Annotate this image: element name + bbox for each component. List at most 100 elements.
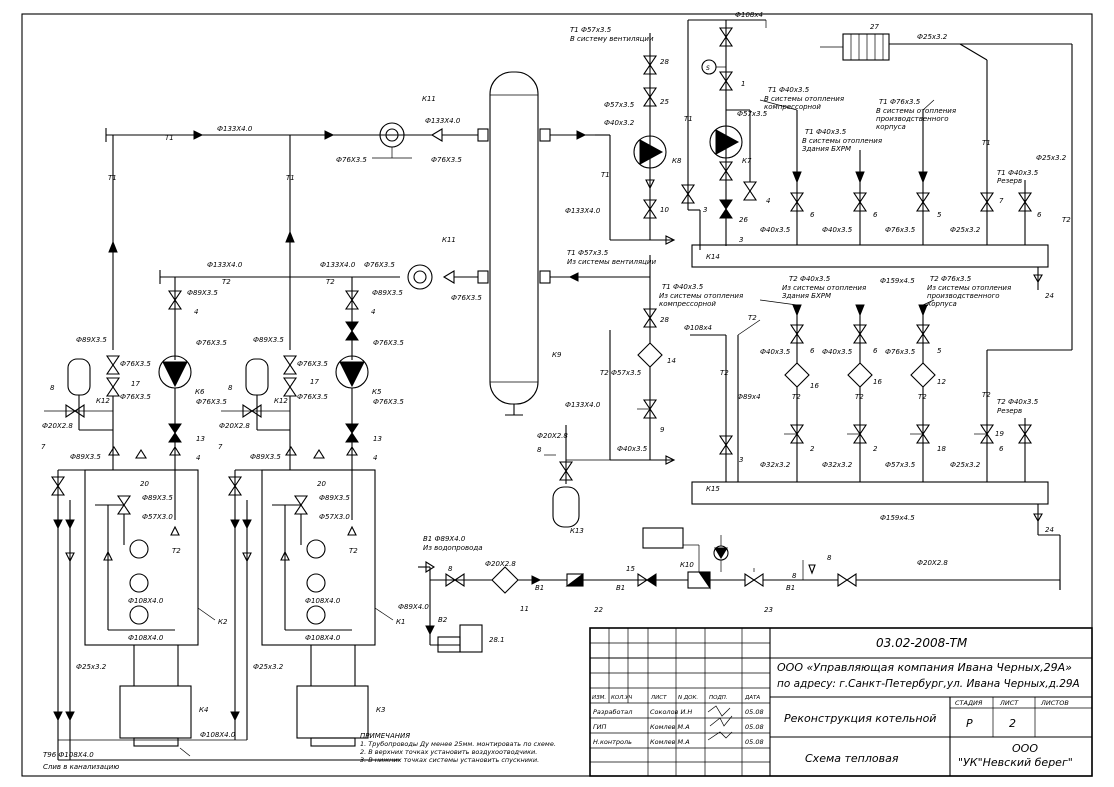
middle-return (595, 255, 761, 482)
tag-3-b: 3 (739, 236, 743, 244)
tag-8-f: 8 (827, 554, 832, 562)
lbl-t1-d: Т1 (684, 115, 693, 123)
tag-k12-b: К12 (274, 397, 288, 405)
lbl-t1-vent: Т1 Ф57х3.5 (570, 26, 612, 34)
tag-9: 9 (660, 426, 665, 434)
role-0-name: Соколов И.Н (650, 708, 692, 716)
lbl-d108-mid: Ф108х4 (684, 324, 712, 332)
tag-k1: К1 (396, 618, 405, 626)
tag-16-a: 16 (810, 382, 819, 390)
role-1-name: Комлев М.А (650, 723, 690, 731)
role-2: Н.контроль (593, 738, 632, 746)
lbl-t2-f: Т2 (1062, 216, 1071, 224)
tag-13-b: 13 (373, 435, 382, 443)
tag-23: 23 (764, 606, 773, 614)
lbl-b1-a: В1 (535, 584, 544, 592)
lbl-t2-h: Т2 (855, 393, 864, 401)
tag-4-d: 4 (373, 454, 377, 462)
lbl-drain: Слив в канализацию (43, 763, 119, 771)
lbl-t2-b: Т2 (326, 278, 335, 286)
tag-6-d: 6 (810, 347, 815, 355)
tag-k6: К6 (195, 388, 205, 396)
role-2-name: Комлев М.А (650, 738, 690, 746)
tag-3-c: 3 (739, 456, 743, 464)
tag-k10: К10 (680, 561, 694, 569)
lbl-t1-d40-comp: Т1 Ф40х3.5 (768, 86, 810, 94)
lbl-d108-bot: Ф108Х4.0 (200, 731, 236, 739)
lbl-d25-r: Ф25х3.2 (253, 663, 284, 671)
tag-k12-a: К12 (96, 397, 110, 405)
lbl-t1-b: Т1 (108, 174, 117, 182)
tag-10: 10 (660, 206, 669, 214)
lbl-d76-12: Ф76х3.5 (885, 348, 916, 356)
tag-k8: К8 (672, 157, 682, 165)
lbl-d40-mid: Ф40х3.5 (617, 445, 648, 453)
lbl-t1-f: Т1 (982, 139, 991, 147)
lbl-d76-k5: Ф76Х3.5 (373, 339, 404, 347)
lbl-d76-k5b: Ф76Х3.5 (373, 398, 404, 406)
drawing-frame (21, 13, 1093, 777)
tag-k13: К13 (570, 527, 584, 535)
lbl-d133-main: Ф133Х4.0 (217, 125, 253, 133)
left-supply-branches (44, 355, 298, 470)
lbl-t1-d57-from-vent: Т1 Ф57х3.5 (567, 249, 609, 257)
lbl-d25-b: Ф25х3.2 (1036, 154, 1067, 162)
tag-4-b: 4 (371, 308, 375, 316)
lbl-d40-k14b: Ф40х3.5 (822, 226, 853, 234)
tag-3-a: 3 (703, 206, 707, 214)
notes-title: ПРИМЕЧАНИЯ (360, 732, 410, 740)
lbl-d133-t2b: Ф133Х4.0 (320, 261, 356, 269)
lbl-reserve: Резерв (997, 177, 1022, 185)
title-company-2: "УК"Невский берег" (958, 756, 1073, 769)
lbl-to-heat-prod3: корпуса (876, 123, 906, 131)
title-stage-head: СТАДИЯ (955, 699, 983, 707)
tag-18: 18 (937, 445, 946, 453)
tag-24-a: 24 (1045, 292, 1054, 300)
tag-11: 11 (520, 605, 529, 613)
lbl-from-prod3: корпуса (927, 300, 957, 308)
tag-5-b: 5 (937, 347, 942, 355)
tag-8-e: 8 (792, 572, 797, 580)
lbl-d76-l2: Ф76Х3.5 (120, 393, 151, 401)
lbl-t1-d40-from-comp: Т1 Ф40х3.5 (662, 283, 704, 291)
lbl-t1-d40-bhrm: Т1 Ф40х3.5 (805, 128, 847, 136)
lbl-d40-16b: Ф40х3.5 (822, 348, 853, 356)
lbl-d57-l: Ф57Х3.0 (142, 513, 173, 521)
lbl-d40-32: Ф40х3.2 (604, 119, 635, 127)
lbl-d108-r: Ф108Х4.0 (305, 597, 341, 605)
col-ndok: N ДОК. (678, 695, 698, 701)
tag-1: 1 (741, 80, 745, 88)
lbl-d20-r: Ф20Х2.8 (219, 422, 250, 430)
radiator-27 (820, 33, 1073, 350)
lbl-to-heat-comp1: В системы отопления (764, 95, 844, 103)
tank-k9 (489, 71, 595, 416)
title-org-line2: по адресу: г.Санкт-Петербург,ул. Ивана Ч… (777, 678, 1080, 690)
tag-26: 26 (739, 216, 748, 224)
lbl-d133-40-t1: Ф133Х4.0 (565, 207, 601, 215)
lbl-t1-e: Т1 (601, 171, 610, 179)
tag-7-b: 7 (218, 443, 223, 451)
tag-k3: К3 (376, 706, 385, 714)
lbl-d57-18: Ф57х3.5 (885, 461, 916, 469)
lbl-d25-l: Ф25х3.2 (76, 663, 107, 671)
title-stage: Р (966, 717, 973, 730)
lbl-d89-20-l: Ф89Х3.5 (142, 494, 173, 502)
lbl-from-bhrm1: Из системы отопления (782, 284, 866, 292)
tag-k7: К7 (742, 157, 752, 165)
lbl-t2-a: Т2 (222, 278, 231, 286)
title-project: Реконструкция котельной (784, 712, 936, 725)
lbl-d89-l2: Ф89Х3.5 (70, 453, 101, 461)
lbl-from-comp1: Из системы отопления (659, 292, 743, 300)
role-1-date: 05.08 (745, 723, 764, 731)
lbl-d40-16: Ф40х3.5 (760, 348, 791, 356)
lbl-d20-c: Ф20Х2.8 (917, 559, 948, 567)
lbl-d76-k6b: Ф76Х3.5 (196, 398, 227, 406)
tag-k14: К14 (706, 253, 720, 261)
role-0-date: 05.08 (745, 708, 764, 716)
lbl-d133-k11: Ф133Х4.0 (425, 117, 461, 125)
lbl-d89-t2: Ф89Х3.5 (187, 289, 218, 297)
tag-14: 14 (667, 357, 676, 365)
lbl-t2-i: Т2 (918, 393, 927, 401)
title-drawing: Схема тепловая (805, 752, 899, 765)
